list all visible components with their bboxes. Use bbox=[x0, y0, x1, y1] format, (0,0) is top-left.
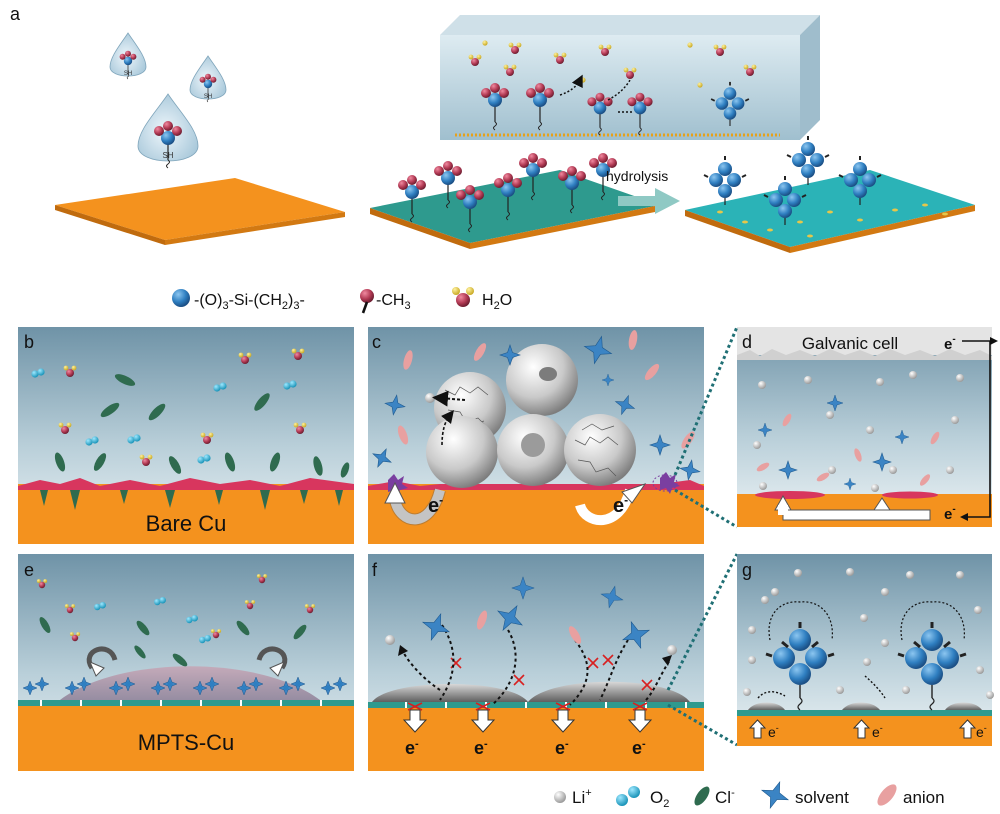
droplet-small-2: SH bbox=[189, 55, 227, 103]
panel-label-b: b bbox=[24, 332, 34, 352]
ch3-icon bbox=[360, 289, 374, 314]
panel-d: Galvanic cell e- e- bbox=[737, 327, 998, 527]
electron-label-f4: e- bbox=[632, 738, 646, 758]
electron-label-f3: e- bbox=[555, 738, 569, 758]
svg-text:SH: SH bbox=[124, 71, 132, 77]
h2o-icon bbox=[452, 287, 474, 307]
svg-text:SH: SH bbox=[162, 151, 173, 160]
droplet-small-1: SH bbox=[109, 32, 147, 80]
panel-label-e: e bbox=[24, 560, 34, 580]
zoom-line-c-d-bottom bbox=[674, 488, 738, 529]
electron-label-g1: e- bbox=[768, 723, 779, 740]
zoom-line-c-d-top bbox=[673, 326, 739, 476]
li-sphere-cracked-5 bbox=[564, 414, 636, 486]
legend-top: -(O)3-Si-(CH2)3- -CH3 H2O bbox=[172, 287, 512, 314]
hydrolysis-label: hydrolysis bbox=[606, 168, 668, 184]
solvent-icon bbox=[756, 776, 794, 814]
panel-label-c: c bbox=[372, 332, 381, 352]
legend-cl-text: Cl- bbox=[715, 787, 735, 807]
electron-label-g2: e- bbox=[872, 723, 883, 740]
svg-text:SH: SH bbox=[204, 94, 212, 100]
hydrolysis-arrow: hydrolysis bbox=[606, 168, 680, 214]
zoom-line-f-g-bottom bbox=[667, 703, 738, 747]
legend-li-text: Li+ bbox=[572, 787, 592, 807]
panel-label-g: g bbox=[742, 560, 752, 580]
legend-si-text: -(O)3-Si-(CH2)3- bbox=[194, 292, 305, 312]
legend-anion-text: anion bbox=[903, 788, 945, 807]
electron-label-d-bottom: e- bbox=[944, 504, 956, 523]
o2-icon bbox=[616, 786, 640, 806]
bare-cu-label: Bare Cu bbox=[146, 511, 227, 536]
panel-label-d: d bbox=[742, 332, 752, 352]
li-icon bbox=[554, 791, 566, 803]
electron-label-f2: e- bbox=[474, 738, 488, 758]
reaction-chamber bbox=[440, 15, 820, 140]
legend-bottom: Li+ O2 Cl- solvent anion bbox=[554, 776, 945, 814]
copper-plate-bare bbox=[55, 178, 345, 245]
anion-icon bbox=[877, 784, 897, 806]
li-sphere-3 bbox=[426, 416, 498, 488]
electron-label-f1: e- bbox=[405, 738, 419, 758]
droplet-large: SH bbox=[137, 93, 199, 169]
panel-c: e- e- c bbox=[368, 327, 704, 544]
electron-label-d-top: e- bbox=[944, 334, 956, 353]
electron-label-g3: e- bbox=[976, 723, 987, 740]
legend-h2o-text: H2O bbox=[482, 292, 512, 312]
panel-b: b Bare Cu bbox=[18, 327, 354, 544]
legend-solvent-text: solvent bbox=[795, 788, 849, 807]
cl-icon bbox=[694, 786, 710, 806]
legend-ch3-text: -CH3 bbox=[376, 292, 411, 312]
si-group-icon bbox=[172, 289, 190, 307]
legend-o2-text: O2 bbox=[650, 788, 669, 810]
galvanic-cell-label: Galvanic cell bbox=[802, 334, 898, 353]
teal-plate-clusters bbox=[685, 135, 975, 253]
teal-plate-silanes bbox=[370, 152, 660, 249]
panel-label-a: a bbox=[10, 4, 21, 24]
mpts-cu-label: MPTS-Cu bbox=[138, 730, 235, 755]
panel-e: e MPTS-Cu bbox=[18, 554, 354, 771]
panel-label-f: f bbox=[372, 560, 378, 580]
electron-label-c1: e- bbox=[428, 493, 443, 517]
li-sphere-2 bbox=[506, 344, 578, 416]
panel-f: e- e- e- e- f bbox=[368, 554, 704, 771]
panel-a: a SH SH SH bbox=[10, 4, 975, 253]
electron-label-c2: e- bbox=[613, 493, 628, 517]
zoom-line-f-g-top bbox=[666, 553, 739, 691]
panel-g: e- e- e- g bbox=[737, 554, 994, 746]
